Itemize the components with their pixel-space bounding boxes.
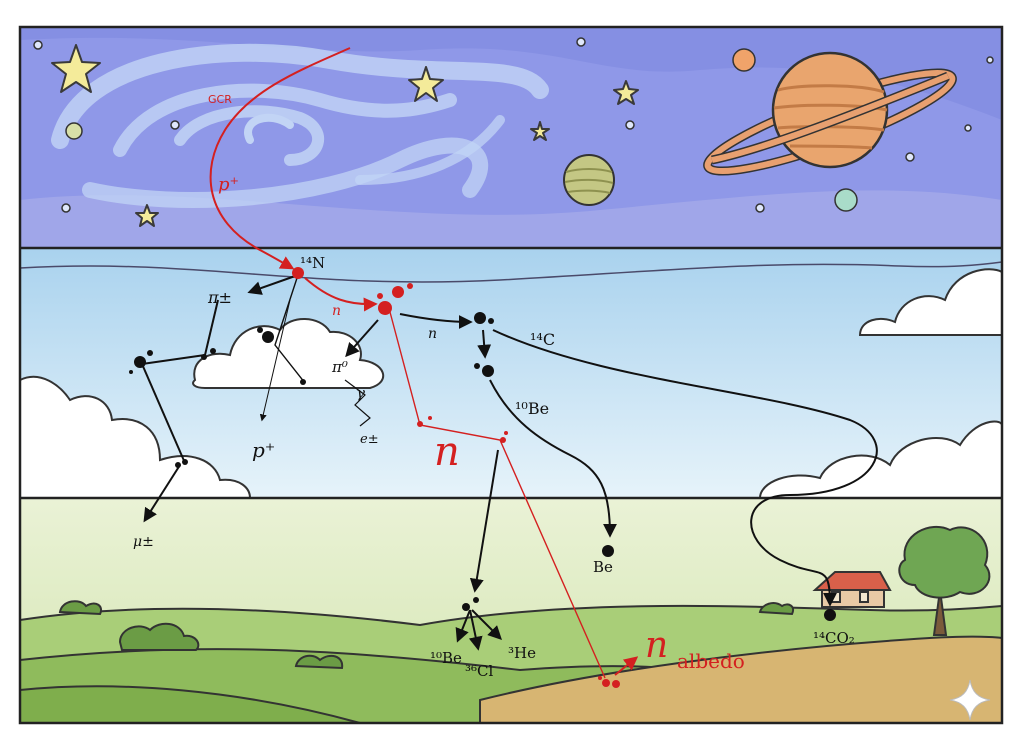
panel-borders	[18, 25, 1004, 725]
tree	[898, 525, 991, 636]
label-proton-in: p⁺	[218, 174, 239, 195]
label-gamma: γ	[356, 384, 365, 402]
label-electron: e±	[360, 432, 379, 447]
gcr-track	[209, 47, 351, 270]
small-planet	[563, 154, 615, 206]
label-n-big: n	[434, 429, 460, 475]
label-cl36: ³⁶Cl	[465, 662, 494, 680]
ringed-planet	[703, 51, 957, 176]
clouds	[19, 268, 1003, 499]
particle-dots	[129, 267, 836, 688]
neutron-track-2	[389, 311, 606, 679]
albedo-track	[614, 656, 639, 676]
stars	[51, 44, 639, 227]
label-he3: ³He	[508, 644, 536, 662]
label-n14: ¹⁴N	[300, 254, 325, 272]
label-be10: ¹⁰Be	[515, 399, 549, 418]
label-n-albedo: n	[645, 625, 668, 666]
label-pion-pm: π±	[207, 288, 232, 307]
label-muon: μ±	[133, 534, 154, 550]
labels: GCR p⁺ ¹⁴N π± n n ¹⁴C π⁰ γ ¹⁰Be p⁺ e± n …	[133, 93, 855, 680]
neutron-track-1	[304, 277, 378, 312]
label-n-black: n	[428, 326, 437, 342]
label-albedo-sub: albedo	[677, 649, 745, 673]
ground-panel	[19, 498, 1003, 724]
red-particle-paths	[209, 47, 639, 679]
house	[812, 571, 892, 608]
sparkle-icon	[949, 679, 991, 721]
sky-panel	[19, 248, 1003, 499]
label-pion0: π⁰	[331, 358, 348, 376]
label-be: Be	[593, 558, 613, 576]
galaxy	[51, 43, 549, 208]
label-ground-be10: ¹⁰Be	[430, 649, 462, 667]
label-c14: ¹⁴C	[530, 330, 555, 349]
black-particle-paths	[141, 274, 878, 651]
label-proton-out: p⁺	[252, 438, 275, 462]
label-gcr: GCR	[208, 93, 232, 106]
space-panel	[20, 27, 1002, 248]
label-co2: ¹⁴CO₂	[813, 629, 855, 647]
label-n-small: n	[332, 303, 341, 319]
